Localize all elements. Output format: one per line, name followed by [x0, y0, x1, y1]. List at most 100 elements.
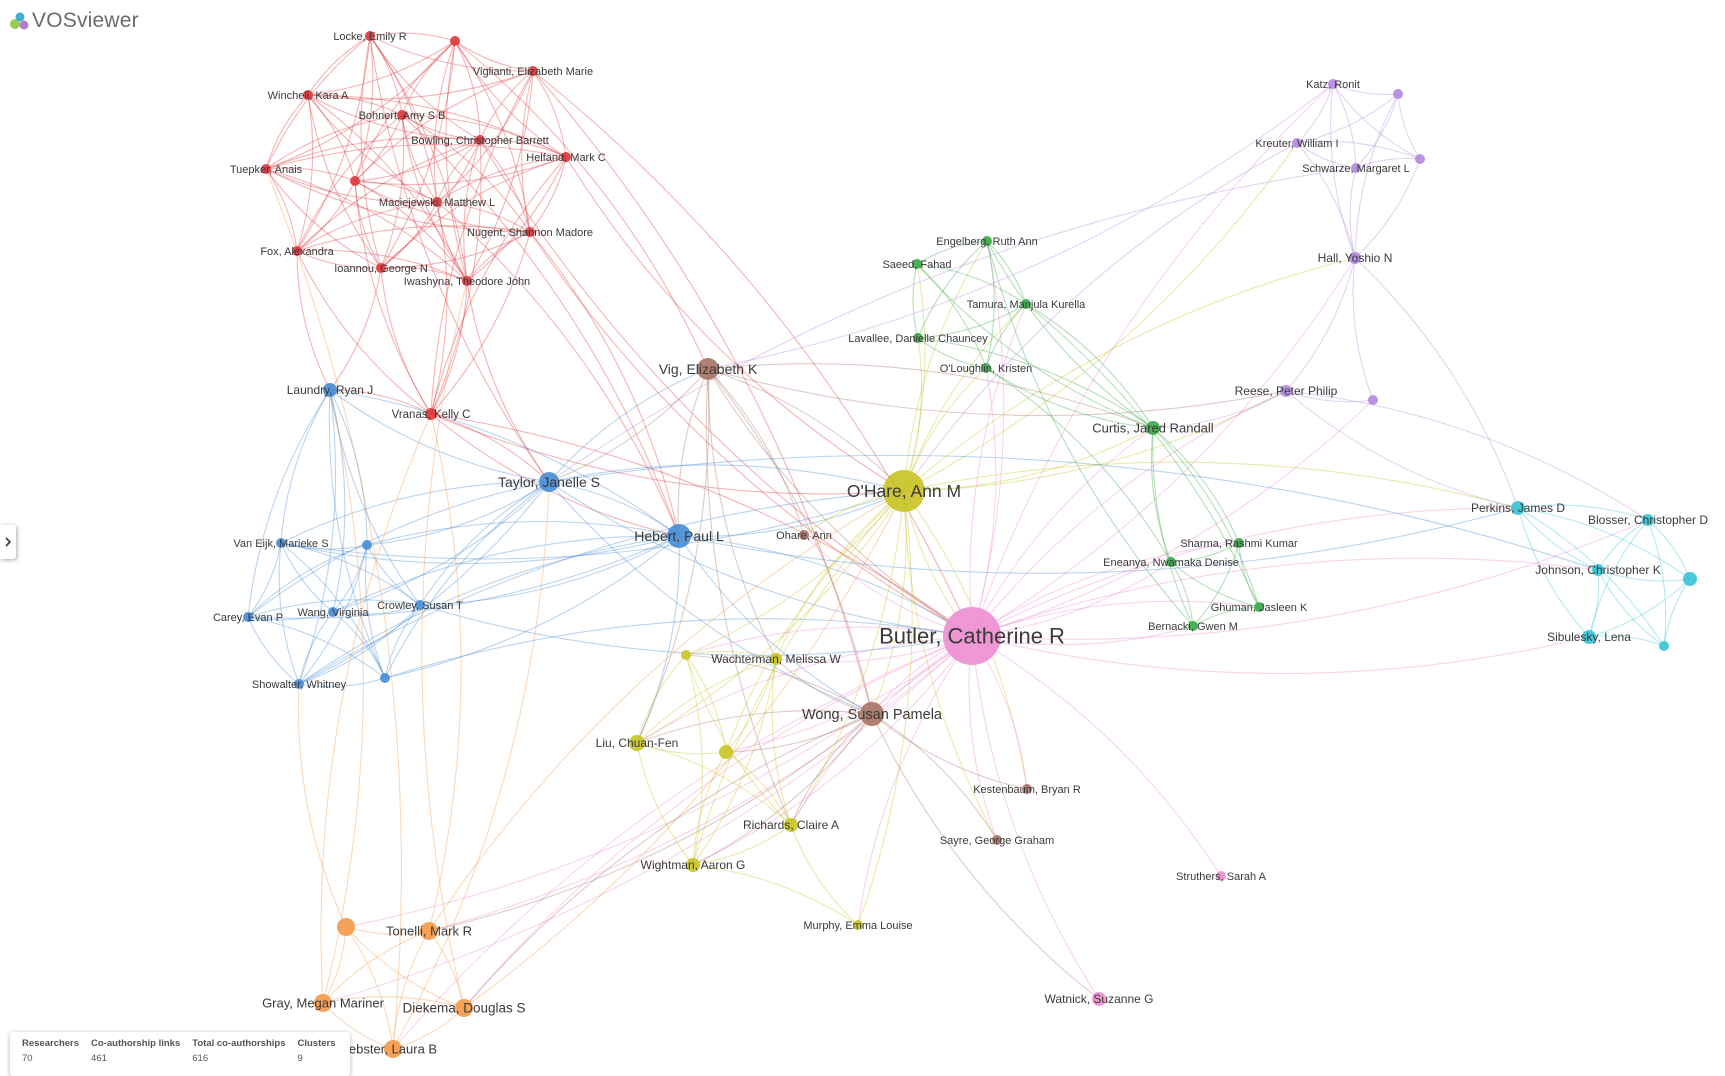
researcher-label-wachterman[interactable]: Wachterman, Melissa W: [711, 652, 841, 666]
researcher-node-ioannou[interactable]: [376, 263, 386, 273]
researcher-label-ghuman[interactable]: Ghuman, Jasleen K: [1211, 602, 1308, 614]
researcher-node-tonelli[interactable]: [420, 922, 438, 940]
researcher-node-maciejewski[interactable]: [432, 197, 442, 207]
researcher-label-wong[interactable]: Wong, Susan Pamela: [802, 707, 943, 723]
researcher-label-wang[interactable]: Wang, Virginia: [298, 607, 370, 619]
researcher-node-kreuter[interactable]: [1292, 138, 1302, 148]
researcher-label-liu[interactable]: Liu, Chuan-Fen: [596, 736, 679, 750]
researcher-node-r9[interactable]: [350, 176, 360, 186]
researcher-node-webster[interactable]: [384, 1040, 402, 1058]
researcher-label-ioannou[interactable]: Ioannou, George N: [334, 263, 428, 275]
researcher-node-y3[interactable]: [681, 650, 691, 660]
researcher-label-helfand[interactable]: Helfand, Mark C: [526, 152, 606, 164]
researcher-node-helfand[interactable]: [561, 152, 571, 162]
researcher-label-gray[interactable]: Gray, Megan Mariner: [262, 996, 385, 1011]
researcher-node-laundry[interactable]: [323, 383, 337, 397]
researcher-node-bernacki[interactable]: [1188, 621, 1198, 631]
researcher-node-diekema[interactable]: [455, 999, 473, 1017]
researcher-label-schwarze[interactable]: Schwarze, Margaret L: [1302, 163, 1410, 175]
researcher-label-lavallee[interactable]: Lavallee, Danielle Chauncey: [848, 333, 988, 345]
researcher-label-vaneijk[interactable]: Van Eijk, Marieke S: [233, 538, 328, 550]
researcher-node-iwashyna[interactable]: [462, 276, 472, 286]
researcher-label-engelberg[interactable]: Engelberg, Ruth Ann: [936, 236, 1038, 248]
researcher-node-butler[interactable]: [943, 607, 1001, 665]
researcher-label-sayre[interactable]: Sayre, George Graham: [940, 835, 1054, 847]
researcher-label-sibulesky[interactable]: Sibulesky, Lena: [1547, 630, 1631, 644]
researcher-node-wightman[interactable]: [686, 858, 700, 872]
researcher-node-ghuman[interactable]: [1254, 602, 1264, 612]
researcher-node-viglianti[interactable]: [528, 66, 538, 76]
researcher-node-oloughlin[interactable]: [981, 363, 991, 373]
researcher-label-taylor[interactable]: Taylor, Janelle S: [498, 474, 600, 490]
researcher-node-richards[interactable]: [784, 818, 798, 832]
researcher-label-watnick[interactable]: Watnick, Suzanne G: [1045, 992, 1154, 1006]
researcher-label-iwashyna[interactable]: Iwashyna, Theodore John: [404, 276, 530, 288]
researcher-node-b10[interactable]: [380, 673, 390, 683]
researcher-node-vranas[interactable]: [425, 408, 437, 420]
researcher-node-nugent[interactable]: [525, 227, 535, 237]
researcher-node-bohnert[interactable]: [397, 110, 407, 120]
researcher-label-butler[interactable]: Butler, Catherine R: [879, 624, 1065, 649]
researcher-label-diekema[interactable]: Diekema, Douglas S: [402, 1001, 525, 1016]
researcher-label-murphy[interactable]: Murphy, Emma Louise: [803, 920, 912, 932]
researcher-node-r2[interactable]: [450, 36, 460, 46]
researcher-label-carey[interactable]: Carey, Evan P: [213, 612, 283, 624]
researcher-node-engelberg[interactable]: [982, 236, 992, 246]
researcher-label-tonelli[interactable]: Tonelli, Mark R: [386, 924, 472, 939]
researcher-node-tuepker[interactable]: [261, 164, 271, 174]
researcher-node-lavallee[interactable]: [913, 333, 923, 343]
researcher-label-vranas[interactable]: Vranas, Kelly C: [392, 409, 471, 421]
researcher-node-crowley[interactable]: [415, 600, 425, 610]
researcher-node-watnick[interactable]: [1092, 992, 1106, 1006]
researcher-label-oloughlin[interactable]: O'Loughlin, Kristen: [940, 363, 1033, 375]
researcher-label-wightman[interactable]: Wightman, Aaron G: [641, 858, 746, 872]
researcher-label-locke[interactable]: Locke, Emily R: [333, 31, 406, 43]
researcher-node-wang[interactable]: [328, 607, 338, 617]
researcher-node-c6[interactable]: [1659, 641, 1669, 651]
researcher-node-reese[interactable]: [1280, 385, 1292, 397]
researcher-node-murphy[interactable]: [853, 920, 863, 930]
researcher-node-o1[interactable]: [337, 918, 355, 936]
researcher-node-wong[interactable]: [860, 702, 884, 726]
researcher-node-tamura[interactable]: [1021, 299, 1031, 309]
researcher-label-kreuter[interactable]: Kreuter, William I: [1255, 138, 1338, 150]
researcher-label-blosser[interactable]: Blosser, Christopher D: [1588, 513, 1708, 527]
researcher-node-curtis[interactable]: [1146, 421, 1160, 435]
researcher-node-eneanya[interactable]: [1166, 557, 1176, 567]
researcher-label-showalter[interactable]: Showalter, Whitney: [252, 679, 347, 691]
researcher-node-b5[interactable]: [362, 540, 372, 550]
researcher-label-eneanya[interactable]: Eneanya, Nwamaka Denise: [1103, 557, 1239, 569]
researcher-label-ohare[interactable]: O'Hare, Ann M: [847, 481, 961, 501]
researcher-node-hebert[interactable]: [667, 524, 691, 548]
researcher-node-p2[interactable]: [1393, 89, 1403, 99]
researcher-label-hebert[interactable]: Hebert, Paul L: [634, 528, 724, 544]
researcher-label-laundry[interactable]: Laundry, Ryan J: [287, 383, 374, 397]
researcher-label-vig[interactable]: Vig, Elizabeth K: [659, 361, 758, 377]
researcher-node-taylor[interactable]: [539, 472, 559, 492]
researcher-node-perkins[interactable]: [1511, 501, 1525, 515]
researcher-node-vig[interactable]: [697, 358, 719, 380]
researcher-node-katz[interactable]: [1328, 79, 1338, 89]
researcher-node-y6[interactable]: [719, 745, 733, 759]
researcher-label-curtis[interactable]: Curtis, Jared Randall: [1092, 421, 1213, 436]
researcher-label-saeed[interactable]: Saeed, Fahad: [882, 259, 951, 271]
researcher-node-winchell[interactable]: [303, 90, 313, 100]
researcher-node-sibulesky[interactable]: [1582, 630, 1596, 644]
researcher-label-perkins[interactable]: Perkins, James D: [1471, 501, 1565, 515]
researcher-node-kestenbaum[interactable]: [1022, 784, 1032, 794]
researcher-node-p8[interactable]: [1368, 395, 1378, 405]
researcher-label-fox[interactable]: Fox, Alexandra: [260, 246, 334, 258]
researcher-label-hall[interactable]: Hall, Yoshio N: [1318, 251, 1393, 265]
researcher-label-winchell[interactable]: Winchell, Kara A: [268, 90, 349, 102]
researcher-label-tamura[interactable]: Tamura, Manjula Kurella: [967, 299, 1086, 311]
researcher-label-tuepker[interactable]: Tuepker, Anais: [230, 164, 303, 176]
researcher-label-johnson[interactable]: Johnson, Christopher K: [1535, 563, 1660, 577]
researcher-label-richards[interactable]: Richards, Claire A: [743, 818, 839, 832]
researcher-node-gray[interactable]: [314, 994, 332, 1012]
researcher-node-hall[interactable]: [1349, 252, 1361, 264]
researcher-label-struthers[interactable]: Struthers, Sarah A: [1176, 871, 1267, 883]
researcher-node-johnson[interactable]: [1592, 564, 1604, 576]
researcher-node-struthers[interactable]: [1216, 871, 1226, 881]
researcher-node-blosser[interactable]: [1642, 514, 1654, 526]
